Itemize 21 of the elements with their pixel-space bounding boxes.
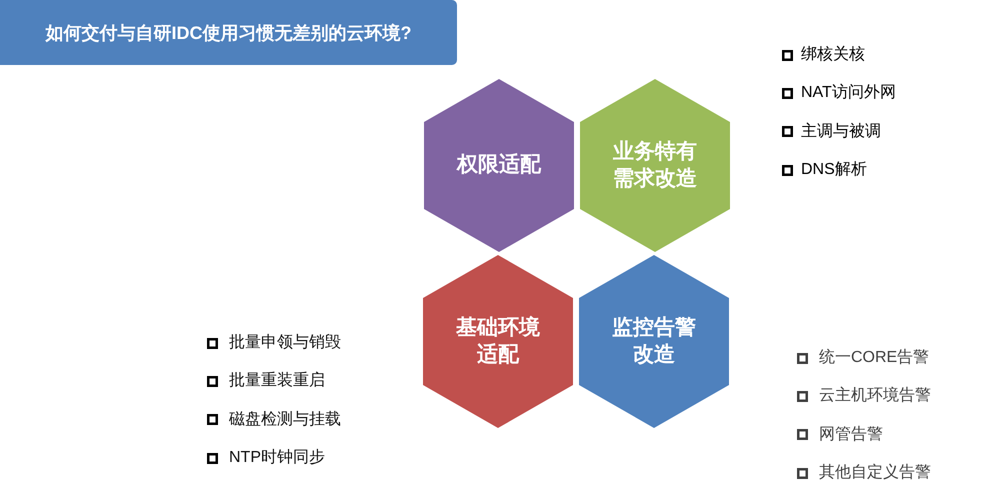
hexagon <box>580 79 730 252</box>
list-item-text: 绑核关核 <box>801 45 865 65</box>
hexagon-label: 权限适配 <box>457 152 541 178</box>
list-item-text: DNS解析 <box>801 160 867 180</box>
list-item-text: 批量重装重启 <box>229 371 325 392</box>
hexagon <box>424 79 574 252</box>
list-item-text: 磁盘检测与挂载 <box>229 410 341 430</box>
list-item-text: NAT访问外网 <box>801 83 896 104</box>
list-item-text: 网管告警 <box>819 424 883 445</box>
hexagon <box>579 255 729 428</box>
hexagon-label: 监控告警改造 <box>611 315 697 368</box>
list-item-text: 主调与被调 <box>801 122 881 142</box>
hexagon-label: 基础环境适配 <box>455 315 541 368</box>
list-item-text: 其他自定义告警 <box>819 463 931 484</box>
list-item-text: 统一CORE告警 <box>819 348 930 368</box>
list-item-text: NTP时钟同步 <box>229 448 325 468</box>
list-item-text: 云主机环境告警 <box>819 386 931 406</box>
list-item-text: 批量申领与销毁 <box>229 333 341 353</box>
title-banner: 如何交付与自研IDC使用习惯无差别的云环境? <box>0 0 457 65</box>
hexagon-label: 业务特有需求改造 <box>612 139 698 192</box>
hexagon <box>423 255 573 428</box>
